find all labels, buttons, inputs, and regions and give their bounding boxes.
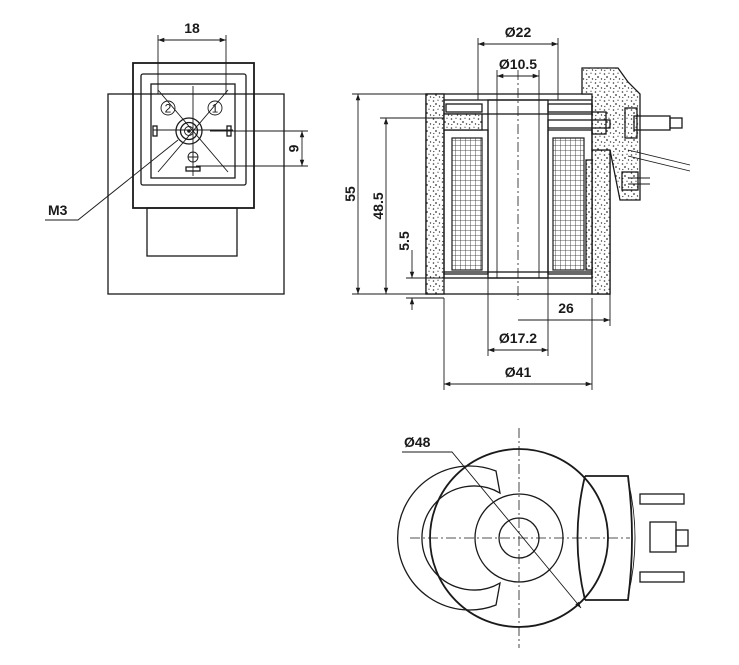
top-frame-left-notch (445, 103, 483, 113)
section-terminal-pins (621, 107, 691, 191)
left-top-resin (443, 113, 483, 131)
dim-48-5-extension-lines (380, 117, 444, 295)
ground-symbol-icon (187, 151, 199, 163)
dim-18-label: 18 (184, 20, 200, 36)
right-resin-wall (591, 149, 611, 295)
connector-front-view: 2 1 18 9 M3 (45, 20, 308, 295)
coil-outline-behind (107, 93, 285, 295)
coil-crescent-face (396, 465, 501, 611)
dim-18-extension-lines (157, 35, 227, 94)
connector-inner-frame (140, 73, 247, 186)
dim-dia17-2-label: Ø17.2 (499, 330, 537, 346)
connector-body-edge (627, 479, 636, 597)
dim-55-label: 55 (342, 186, 358, 202)
pin-2-contact (152, 125, 158, 137)
bore-circle-inner (498, 517, 540, 559)
dim-dia22-label: Ø22 (505, 24, 532, 40)
dim-dia17-2-extension-lines (487, 278, 549, 356)
m3-leader-line (45, 139, 179, 221)
dim-dia10-5-label: Ø10.5 (499, 56, 537, 72)
coil-top-view: Ø48 (396, 428, 689, 648)
dim-48-5-label: 48.5 (370, 192, 386, 219)
connector-left-curve (576, 475, 586, 601)
pin-1-circle (207, 100, 223, 116)
dia48-leader-line (402, 451, 582, 609)
pin-2-label: 2 (165, 102, 172, 116)
dim-dia41-label: Ø41 (505, 364, 532, 380)
coil-outer-circle (429, 448, 609, 628)
left-resin-wall (425, 93, 445, 295)
coil-section-view: 55 48.5 5.5 Ø22 Ø10.5 26 Ø17.2 Ø41 (342, 24, 691, 390)
top-frame-right-notch (547, 103, 593, 113)
top-view-pins (639, 493, 689, 583)
bore-circle-outer (474, 493, 564, 583)
thread-m3-label: M3 (48, 202, 68, 218)
left-winding (451, 137, 483, 271)
dim-dia48-label: Ø48 (404, 434, 431, 450)
dim-dia22-extension-lines (477, 38, 559, 100)
pin-1-label: 1 (212, 102, 219, 116)
right-winding (552, 137, 585, 271)
dim-5-5-label: 5.5 (396, 231, 412, 251)
pin-2-circle (160, 100, 176, 116)
terminal-bar (547, 119, 611, 129)
terminal-clamp (591, 111, 607, 135)
center-screw-icon (175, 117, 203, 145)
right-inner-resin (585, 159, 593, 271)
ground-pin-contact (185, 166, 201, 172)
dim-dia41-extension-lines (443, 298, 593, 390)
dim-26-label: 26 (558, 300, 574, 316)
dim-55-extension-lines (352, 93, 426, 295)
connector-cable-gland (146, 207, 238, 257)
dim-9-extension-lines (196, 130, 308, 167)
dim-9-label: 9 (286, 144, 302, 152)
